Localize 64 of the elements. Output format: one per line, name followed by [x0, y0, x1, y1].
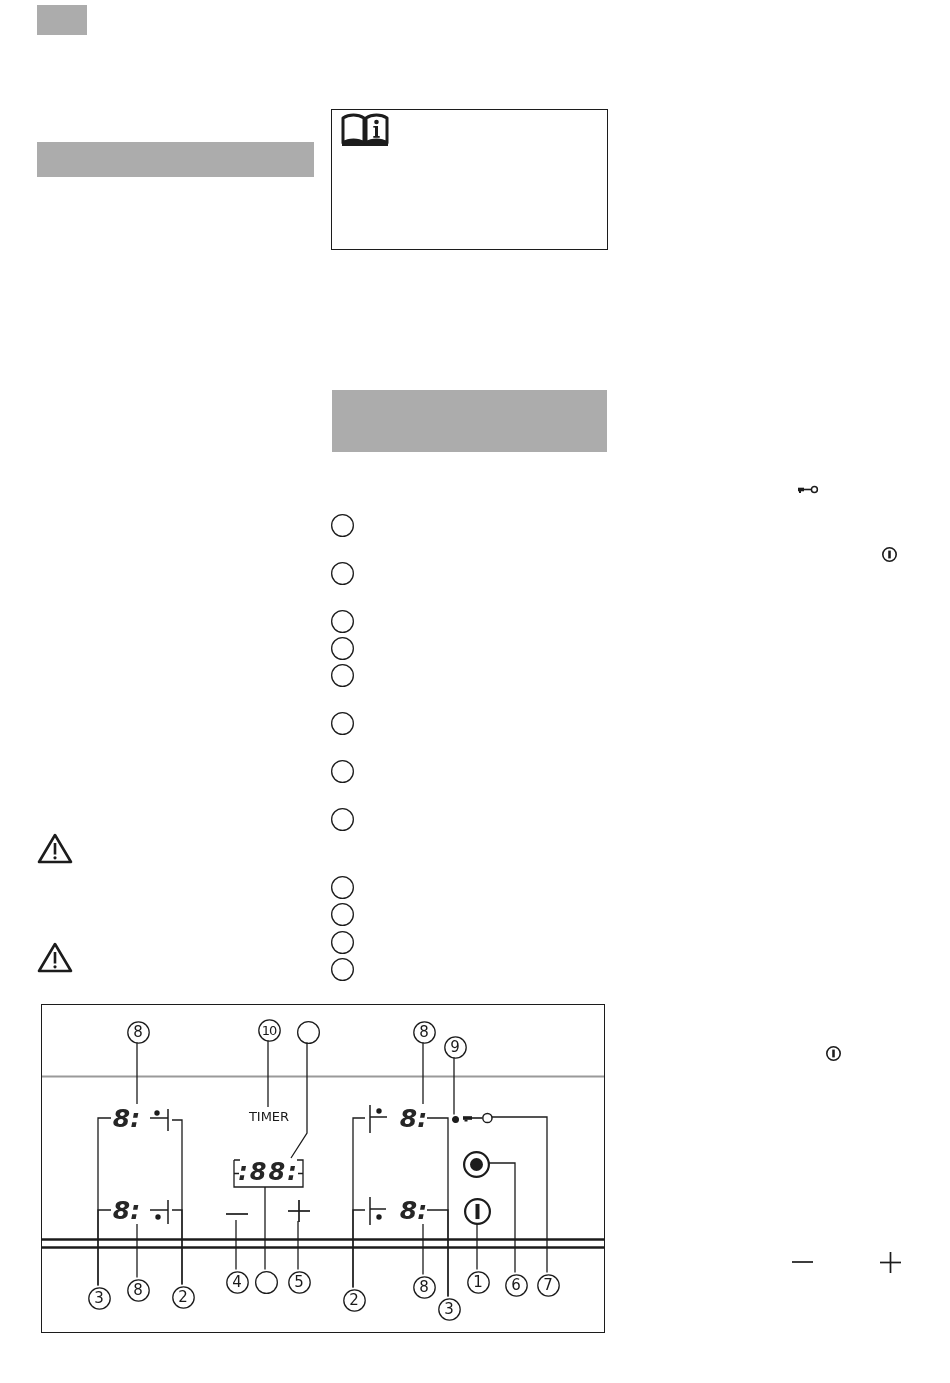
segment-display: 8: — [112, 1197, 141, 1225]
leader-line — [426, 1209, 449, 1298]
leader-line — [235, 1219, 237, 1271]
leader-line — [171, 1209, 183, 1286]
circled-dot-icon — [462, 1150, 490, 1178]
callout-number: 3 — [437, 1297, 461, 1321]
plus-icon — [288, 1200, 310, 1222]
heading-bar — [332, 390, 607, 452]
callout-ring-icon — [330, 513, 354, 537]
heading-bar — [37, 142, 314, 177]
callout-ring-icon — [330, 930, 354, 954]
callout-number: 6 — [504, 1273, 528, 1297]
callout-number: 8 — [126, 1020, 150, 1044]
callout-number: 10 — [257, 1018, 281, 1042]
callout-ring-icon — [330, 636, 354, 660]
callout-ring-icon — [330, 759, 354, 783]
callout-number: 8 — [412, 1275, 436, 1299]
timer-display: :88: — [233, 1159, 304, 1188]
callout-ring-icon — [254, 1270, 278, 1294]
callout-number: 4 — [225, 1270, 249, 1294]
callout-number: 2 — [171, 1285, 195, 1309]
segment-display: 8: — [399, 1105, 428, 1133]
callout-number: 3 — [87, 1286, 111, 1310]
zone-key-icon — [366, 1196, 388, 1226]
leader-line — [453, 1056, 455, 1116]
callout-number: 9 — [443, 1035, 467, 1059]
leader-line — [491, 1116, 548, 1274]
leader-line — [290, 1041, 308, 1159]
callout-ring-icon — [330, 663, 354, 687]
callout-number: 2 — [342, 1288, 366, 1312]
zone-key-icon — [366, 1104, 388, 1134]
control-panel — [41, 1004, 605, 1333]
segment-display: 8: — [112, 1105, 141, 1133]
callout-number: 7 — [536, 1273, 560, 1297]
leader-line — [352, 1209, 366, 1289]
leader-line — [264, 1186, 266, 1271]
leader-line — [476, 1222, 478, 1271]
note-box — [331, 109, 608, 250]
callout-ring-icon — [330, 609, 354, 633]
callout-ring-icon — [330, 902, 354, 926]
callout-number: 5 — [287, 1270, 311, 1294]
callout-number: 8 — [412, 1020, 436, 1044]
callout-ring-icon — [330, 875, 354, 899]
leader-line — [487, 1162, 516, 1274]
indicator-dot-icon — [451, 1115, 459, 1123]
leader-line — [97, 1209, 112, 1287]
callout-number: 1 — [466, 1270, 490, 1294]
leader-line — [267, 1039, 269, 1108]
callout-ring-icon — [330, 957, 354, 981]
leader-line — [297, 1220, 299, 1271]
callout-number: 8 — [126, 1278, 150, 1302]
leader-line — [422, 1223, 424, 1276]
leader-line — [422, 1041, 424, 1105]
page-tab — [37, 5, 87, 35]
callout-ring-icon — [330, 711, 354, 735]
callout-ring-icon — [296, 1020, 320, 1044]
power-icon — [463, 1197, 491, 1225]
leader-line — [136, 1223, 138, 1279]
callout-ring-icon — [330, 807, 354, 831]
panel-label: TIMER — [243, 1108, 295, 1125]
leader-line — [136, 1041, 138, 1105]
segment-display: 8: — [399, 1197, 428, 1225]
key-icon — [463, 1111, 493, 1125]
callout-ring-icon — [330, 561, 354, 585]
